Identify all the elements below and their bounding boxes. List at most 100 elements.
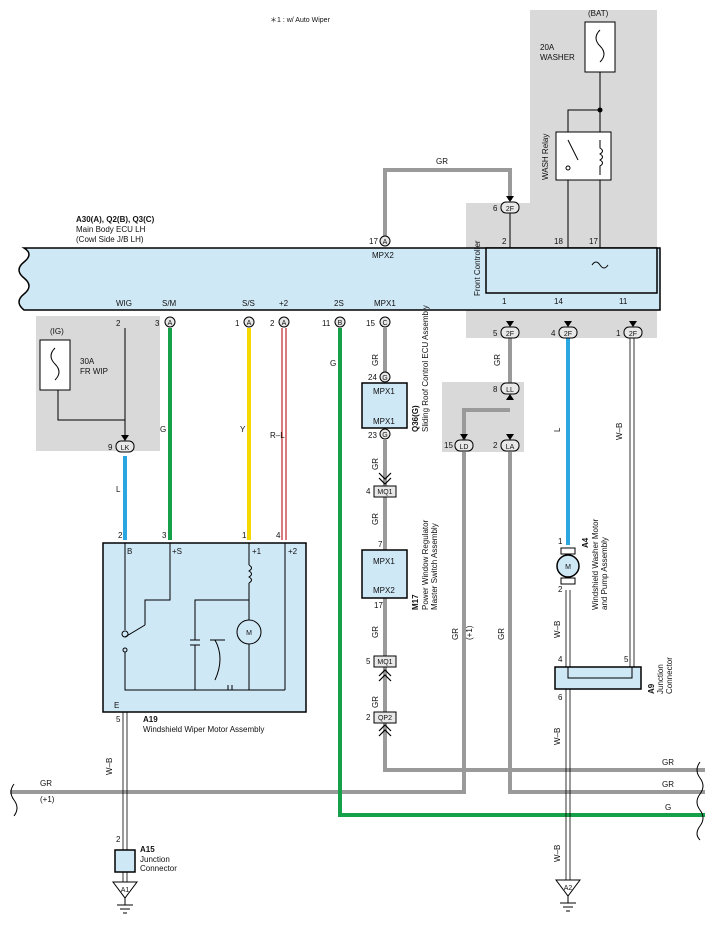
ground-a2-symbol [560,896,576,912]
svg-text:MPX1: MPX1 [374,299,396,308]
a19-term-s: +S [172,547,182,556]
fuse-bat-box [584,21,616,73]
svg-text:B: B [338,320,343,327]
wire-label-wb-a19: W–B [105,758,114,775]
svg-text:A: A [247,320,252,327]
svg-text:6: 6 [493,204,498,213]
ecu-top-label: MPX2 [372,251,394,260]
svg-text:A: A [282,320,287,327]
svg-text:4: 4 [366,487,371,496]
svg-text:1: 1 [235,319,240,328]
mq1b-chevron [378,669,392,682]
front-controller-box [485,247,658,294]
bat-junction-dot [597,107,603,113]
svg-text:2F: 2F [506,206,514,213]
lk-arrow [121,435,129,441]
svg-text:15: 15 [366,319,375,328]
conn-2f-5: 5 2F [493,321,520,339]
gr-wire-split [462,408,510,440]
fuse-bat-rating: 20A [540,43,555,52]
svg-text:2: 2 [270,319,275,328]
wire-label-wb-11: W–B [615,423,624,440]
svg-text:2F: 2F [506,331,514,338]
m17-box [361,549,408,599]
wire-label-g-sm: G [160,425,166,434]
fc-pin-bot-1: 1 [502,297,507,306]
conn-mq1a: 4 MQ1 [366,485,397,498]
svg-text:23: 23 [368,431,377,440]
svg-text:5: 5 [366,657,371,666]
a9-code: A9 [647,683,656,694]
m17-bottom-label: MPX2 [373,586,395,595]
ground-a1-label: A1 [121,887,130,894]
fuse-ig-wire [57,390,125,421]
relay-wire-18 [567,109,600,248]
q36-top-label: MPX1 [373,387,395,396]
svg-text:4: 4 [551,329,556,338]
wire-label-gr-2f5: GR [493,354,502,366]
a19-internal [121,543,286,691]
svg-text:15: 15 [444,441,453,450]
a19-name: Windshield Wiper Motor Assembly [143,725,264,734]
fc-pin-bot-11: 11 [619,297,628,306]
q36-bottom-label: MPX1 [373,417,395,426]
a4-name2: and Pump Assembly [600,537,609,610]
footnote: ＊1 : w/ Auto Wiper [270,17,331,24]
ecu-pin-mpx1: MPX1 15 C [366,299,396,328]
bus-label-gr-1: GR [662,758,674,767]
svg-text:2: 2 [493,441,498,450]
bus-label-gr-2: GR [662,780,674,789]
gr-wire-ld [10,452,466,794]
a19-pin-1: 2 [118,531,123,540]
m17-bottom-pin: 17 [374,601,383,610]
bus-label-plus1-left: (+1) [40,795,55,804]
m17-code: M17 [411,594,420,610]
a4-bottom-pin: 2 [558,585,563,594]
svg-text:MQ1: MQ1 [377,659,392,666]
a15-box [114,849,136,873]
a19-term-b: B [127,547,132,556]
svg-text:QP2: QP2 [378,715,392,722]
ecu-top-conn [379,235,391,247]
svg-text:+2: +2 [279,299,289,308]
wire-label-gr-q36: GR [371,354,380,366]
ecu-pin-wig: WIG 2 [116,299,132,328]
lk-conn-label: LK [121,445,130,452]
conn-la: 2 LA [493,434,520,452]
wire-label-wb-a9: W–B [553,728,562,745]
qp2-chevron [378,724,392,737]
svg-text:5: 5 [493,329,498,338]
a19-code: A19 [143,715,158,724]
a19-pin-4: 4 [276,531,281,540]
ground-a2-triangle [555,879,581,897]
a15-name: Junction [140,855,170,864]
fc-pin-top-18: 18 [554,237,563,246]
svg-text:S/M: S/M [162,299,177,308]
a19-pin-3: 1 [242,531,247,540]
a9-pin-right: 5 [624,655,629,664]
wire-label-gr-mq1b: GR [371,626,380,638]
g-wire-2s [338,328,705,817]
svg-text:LL: LL [506,387,514,394]
break-left [10,783,18,817]
svg-text:LD: LD [460,444,469,451]
wire-label-g-2s: G [330,359,336,368]
ecu-pin-plus2: +2 2 A [270,299,290,328]
conn-ll: 8 LL [493,382,520,400]
a19-motor-label: M [246,630,252,637]
wire-label-y: Y [240,425,246,434]
svg-text:A: A [168,320,173,327]
svg-text:S/S: S/S [242,299,255,308]
q36-code: Q36(G) [411,405,420,432]
ecu-top-pin: 17 [369,237,378,246]
a4-cap-top [560,547,576,555]
fuse-bat-name: WASHER [540,53,575,62]
ecu-pin-2s: 2S 11 B [322,299,346,328]
ground-a1-triangle [112,881,138,899]
a9-internal [567,667,633,679]
svg-text:2: 2 [116,319,121,328]
ground-a2-label: A2 [564,885,573,892]
gr-wire-mpx2 [383,168,512,236]
svg-text:G: G [382,432,387,439]
bus-label-g: G [665,803,671,812]
